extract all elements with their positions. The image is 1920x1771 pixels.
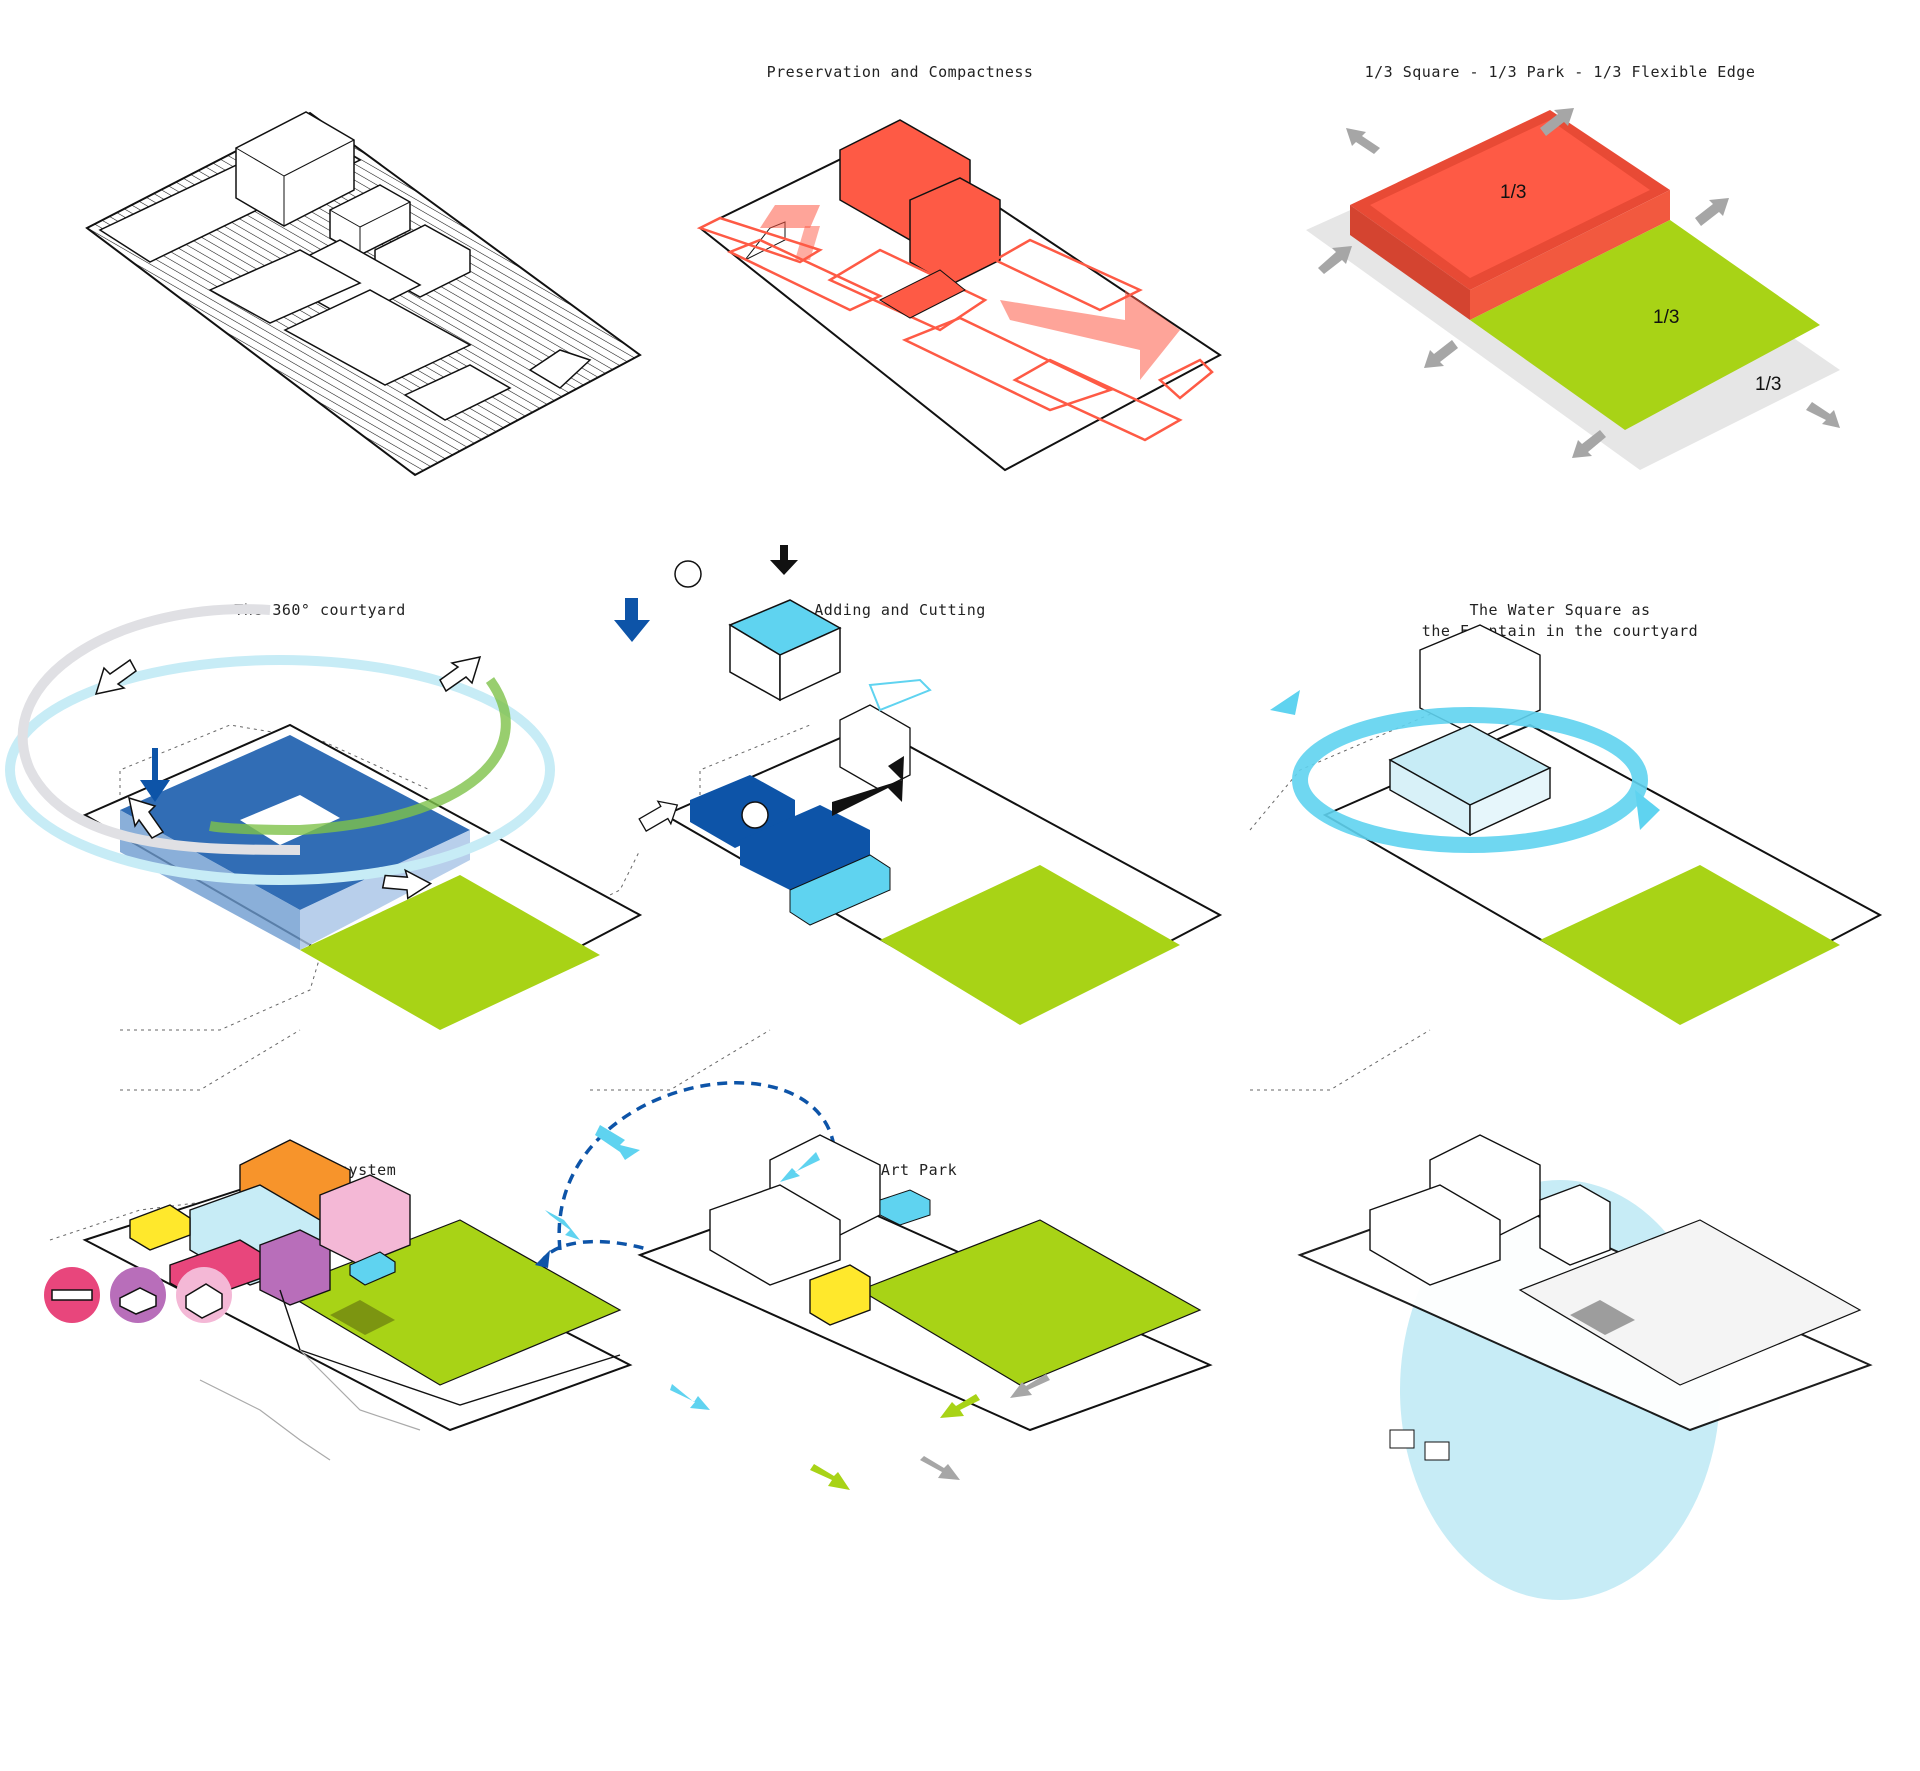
panel-artpark: The Art Park	[580, 1180, 1220, 1770]
third-label-square: 1/3	[1500, 182, 1526, 204]
panel-courtyard: The 360° courtyard	[0, 590, 640, 1180]
artpark-drawing	[580, 1180, 1220, 1770]
panel-existing	[0, 0, 640, 590]
existing-site-drawing	[0, 0, 640, 590]
third-label-edge: 1/3	[1755, 374, 1781, 396]
panel-ecosystem: Living Ecosystem	[0, 1180, 640, 1770]
thirds-drawing	[1240, 0, 1880, 590]
preservation-drawing	[580, 0, 1220, 590]
context-drawing	[1240, 1180, 1880, 1770]
panel-water: The Water Square as the Fountain in the …	[1240, 590, 1880, 1180]
courtyard-drawing	[0, 590, 640, 1180]
panel-thirds: 1/3 Square - 1/3 Park - 1/3 Flexible Edg…	[1240, 0, 1880, 590]
ecosystem-drawing	[0, 1180, 640, 1770]
panel-title: The Art Park	[580, 1160, 1220, 1181]
panel-preservation: Preservation and Compactness	[580, 0, 1220, 590]
water-drawing	[1240, 590, 1880, 1180]
third-label-park: 1/3	[1653, 307, 1679, 329]
panel-context	[1240, 1180, 1880, 1770]
